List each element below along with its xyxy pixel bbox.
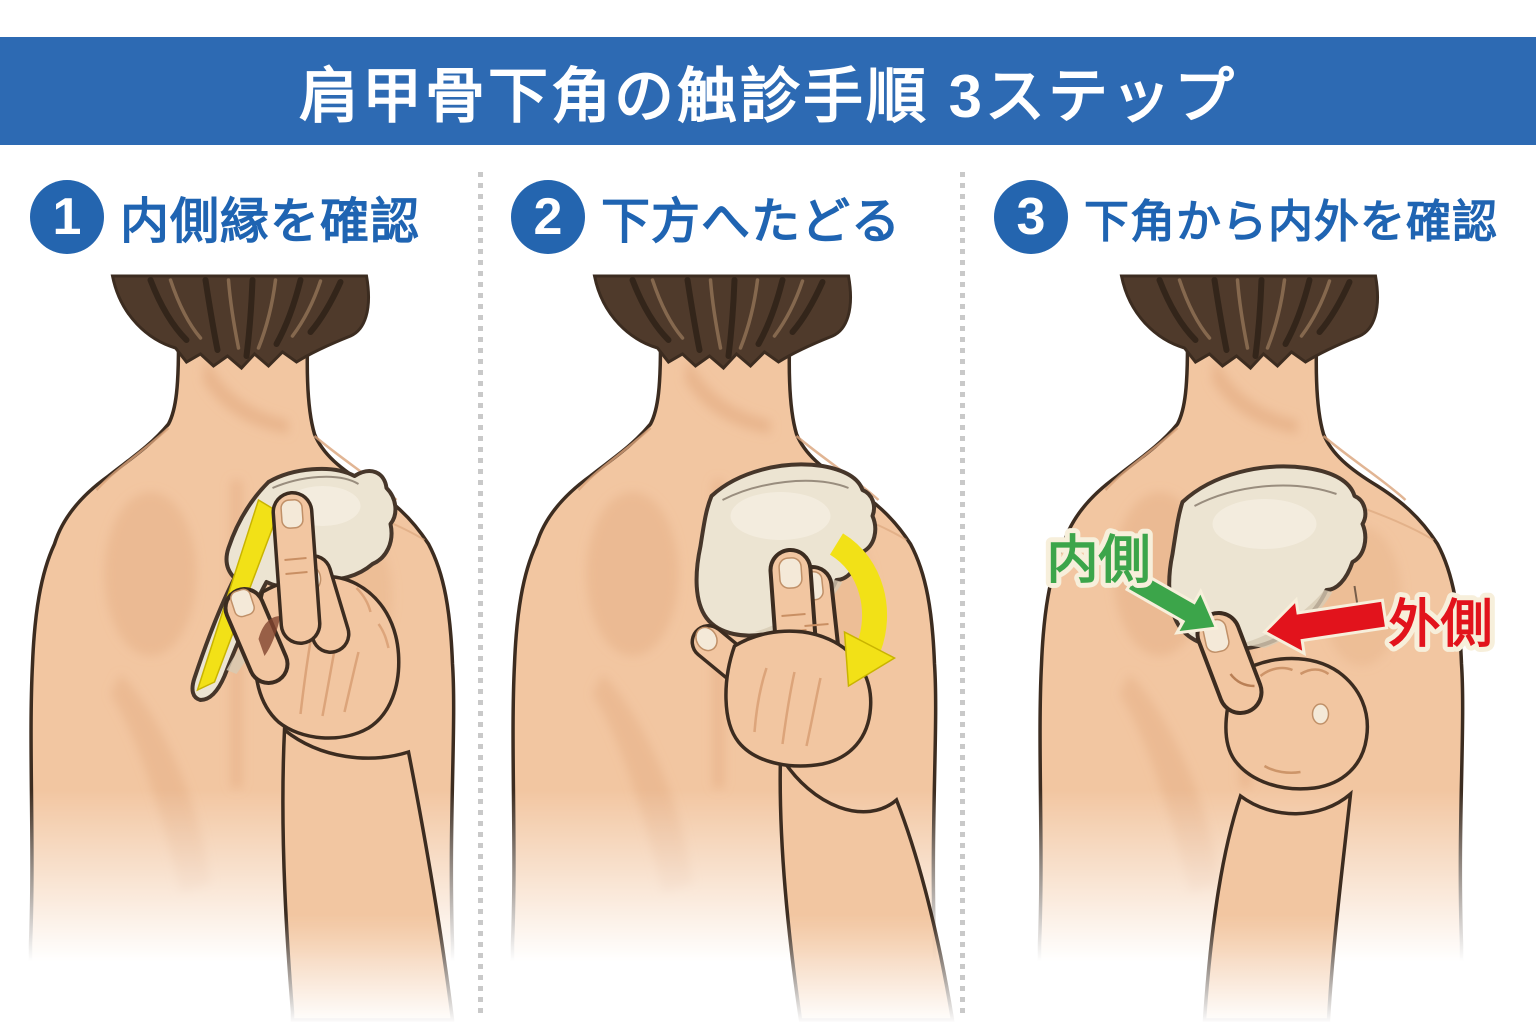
step-3-header: 3 下角から内外を確認 [994, 180, 1498, 254]
step-panels: 1 内側縁を確認 [0, 170, 1536, 1024]
step-panel-3: 3 下角から内外を確認 [964, 170, 1536, 1024]
step-3-illustration: 内側 外側 [964, 244, 1498, 1022]
step-3-label: 下角から内外を確認 [1084, 195, 1499, 247]
panel-divider-1 [478, 172, 483, 1014]
medial-arrow [1124, 568, 1219, 635]
panel-divider-2 [960, 172, 965, 1014]
medial-label: 内側 [1047, 532, 1151, 590]
step-panel-2: 2 下方へたどる [481, 170, 964, 1024]
hand-illustration [690, 548, 955, 1022]
step-2-label: 下方へたどる [601, 194, 902, 249]
step-1-badge: 1 [30, 180, 104, 254]
step-3-badge: 3 [994, 180, 1068, 254]
scapula-bone [1167, 464, 1368, 652]
title-banner: 肩甲骨下角の触診手順 3ステップ [0, 37, 1536, 145]
page-title: 肩甲骨下角の触診手順 3ステップ [298, 62, 1238, 130]
step-1-header: 1 内側縁を確認 [30, 180, 420, 254]
hand-illustration [1195, 611, 1370, 1022]
step-2-illustration [481, 244, 955, 1022]
step-1-label: 内側縁を確認 [120, 194, 421, 249]
step-2-header: 2 下方へたどる [511, 180, 901, 254]
step-2-badge: 2 [511, 180, 585, 254]
lateral-arrow [1262, 596, 1389, 657]
downward-arrow [829, 533, 897, 688]
hand-illustration [223, 491, 455, 1022]
step-1-illustration [0, 244, 481, 1022]
step-panel-1: 1 内側縁を確認 [0, 170, 481, 1024]
lateral-label: 外側 [1389, 596, 1493, 654]
